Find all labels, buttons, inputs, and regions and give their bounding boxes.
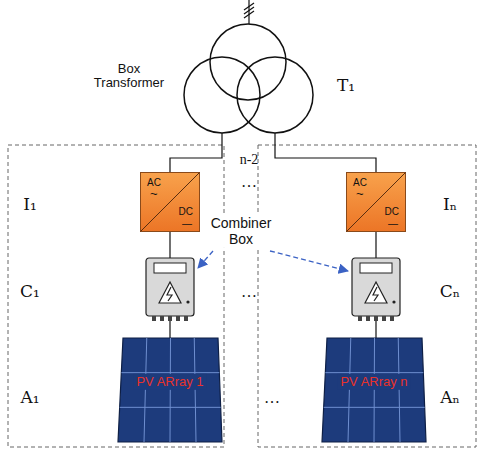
ac-symbol: ~	[150, 187, 158, 201]
node-heading: Box Transformer	[86, 62, 172, 91]
box-transformer: Box Transformer	[184, 22, 314, 134]
inverter-box: AC~DC—	[140, 172, 200, 232]
dc-symbol: —	[182, 218, 192, 229]
grid-symbol	[244, 0, 254, 24]
pv-array: PV ARray n	[322, 338, 426, 442]
dashed-group	[258, 145, 476, 447]
inverter-box: AC~DC—	[346, 172, 406, 232]
array-name: PV ARray 1	[133, 374, 206, 390]
ac-wire	[170, 133, 222, 172]
pv-array: PV ARray 1	[118, 338, 222, 442]
callout-label: Combiner Box	[207, 214, 275, 248]
ellipsis: …	[264, 389, 280, 407]
ellipsis: …	[241, 283, 257, 301]
box-transformer-outline	[184, 22, 314, 134]
row-label: C₁	[20, 282, 40, 302]
dc-label: DC	[179, 206, 193, 217]
dashed-group	[8, 145, 224, 447]
row-label: Iₙ	[443, 195, 457, 215]
pv-array-outline	[322, 338, 426, 442]
row-label: I₁	[23, 195, 37, 215]
dc-symbol: —	[388, 218, 398, 229]
pv-array-outline	[118, 338, 222, 442]
dc-label: DC	[385, 206, 399, 217]
ellipsis: …	[241, 173, 257, 191]
transformer-id: T₁	[337, 76, 355, 96]
leader-arrow	[198, 251, 348, 271]
row-label: Cₙ	[440, 282, 460, 302]
count-note: n-2	[240, 152, 259, 168]
row-label: Aₙ	[440, 388, 460, 408]
ac-symbol: ~	[356, 187, 364, 201]
array-name: PV ARray n	[337, 374, 410, 390]
ac-wire	[275, 133, 376, 172]
combiner-box-icon	[146, 258, 194, 321]
row-label: A₁	[20, 388, 39, 408]
combiner-box-icon	[352, 258, 400, 321]
